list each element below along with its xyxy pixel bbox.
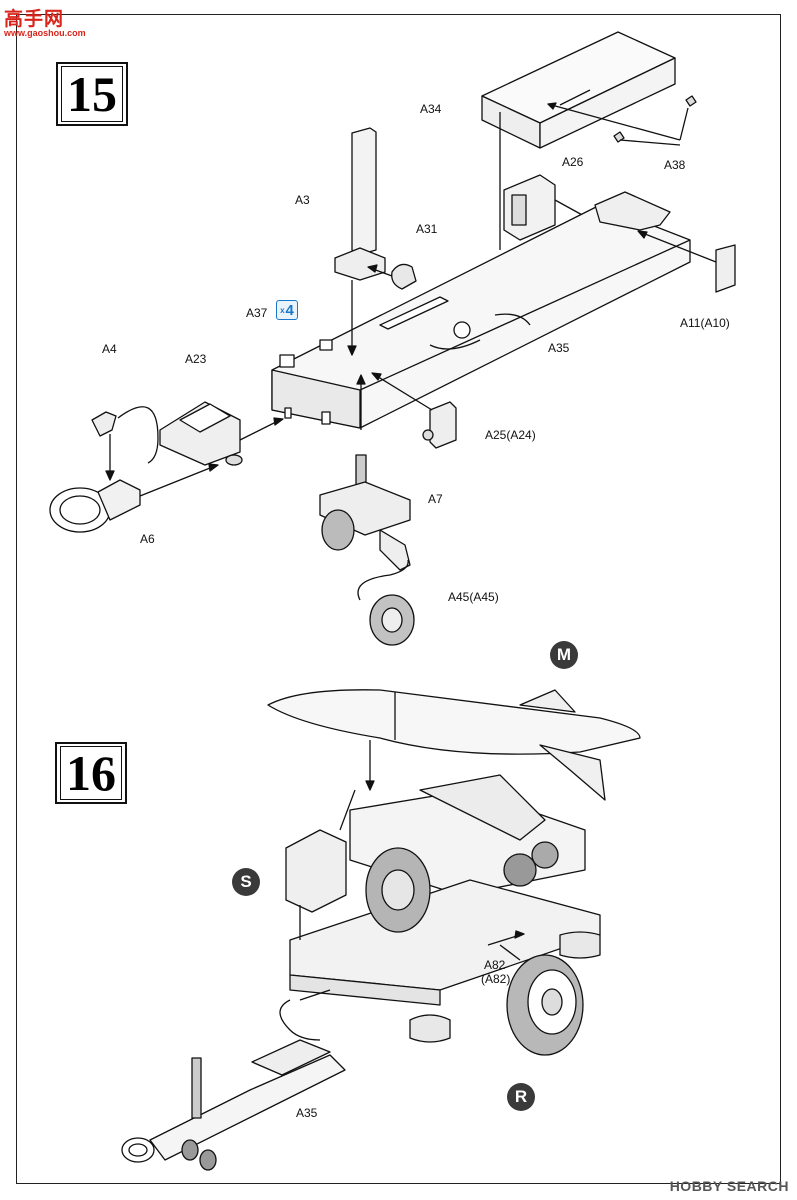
missile-m bbox=[267, 689, 641, 801]
label-a31: A31 bbox=[416, 222, 438, 236]
marker-s: S bbox=[232, 868, 260, 896]
part-a35-towbar bbox=[121, 989, 346, 1171]
step-16-number: 16 bbox=[55, 742, 127, 804]
part-a25 bbox=[371, 372, 457, 449]
part-a23 bbox=[159, 401, 284, 466]
label-a11: A11(A10) bbox=[680, 316, 730, 330]
part-a31 bbox=[367, 263, 417, 290]
label-a35-step15: A35 bbox=[548, 341, 570, 355]
label-a3: A3 bbox=[295, 193, 310, 207]
watermark-url: www.gaoshou.com bbox=[4, 28, 86, 38]
step-15-number: 15 bbox=[56, 62, 128, 126]
wheel-r bbox=[499, 944, 584, 1056]
part-a38-clips bbox=[547, 95, 697, 146]
page-frame bbox=[16, 14, 781, 1184]
label-a4: A4 bbox=[102, 342, 117, 356]
label-a35-step16: A35 bbox=[296, 1106, 318, 1120]
part-a11 bbox=[637, 230, 736, 293]
label-a82: A82 bbox=[484, 958, 506, 972]
marker-r: R bbox=[507, 1083, 535, 1111]
label-a45: A45(A45) bbox=[448, 590, 499, 604]
label-a38: A38 bbox=[664, 158, 686, 172]
part-a35-frame bbox=[271, 191, 691, 429]
label-a25: A25(A24) bbox=[485, 428, 536, 442]
label-a7: A7 bbox=[428, 492, 443, 506]
part-a4 bbox=[91, 406, 159, 481]
part-a34-box bbox=[481, 31, 676, 250]
label-a6: A6 bbox=[140, 532, 155, 546]
label-a34: A34 bbox=[420, 102, 442, 116]
marker-m: M bbox=[550, 641, 578, 669]
label-a26: A26 bbox=[562, 155, 584, 169]
part-a3-pole bbox=[334, 127, 386, 356]
part-a6 bbox=[49, 463, 219, 533]
part-a82 bbox=[487, 930, 525, 946]
launcher-chassis bbox=[289, 774, 601, 1043]
hobby-search-logo: HOBBY SEARCH bbox=[669, 1178, 789, 1194]
part-a45-wheel bbox=[357, 559, 415, 646]
label-a37: A37 bbox=[246, 306, 268, 320]
label-a23: A23 bbox=[185, 352, 207, 366]
part-a7 bbox=[319, 374, 411, 571]
part-s-box bbox=[285, 829, 347, 940]
label-a82-paren: (A82) bbox=[481, 972, 511, 986]
watermark-site-name: 高手网 bbox=[4, 9, 65, 30]
watermark: 高手网 www.gaoshou.com bbox=[4, 4, 86, 38]
